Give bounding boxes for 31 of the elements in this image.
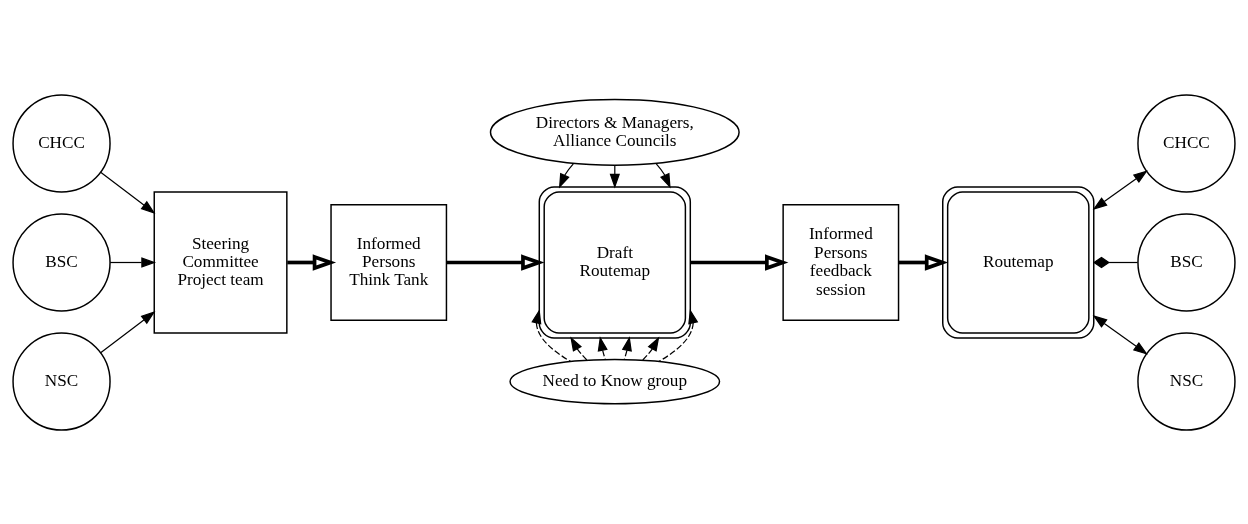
node-box: Informed Persons feedback session [782, 203, 900, 321]
node-box: Informed Persons Think Tank [330, 203, 448, 321]
node-circle: BSC [1137, 212, 1236, 312]
arrow [570, 335, 588, 361]
node-circle: NSC [12, 331, 111, 431]
arrow [1092, 314, 1148, 355]
arrow [1092, 169, 1148, 210]
node-circle: BSC [12, 212, 111, 312]
connector [1093, 256, 1139, 268]
arrow [621, 335, 632, 360]
arrow [109, 256, 157, 268]
arrow [597, 335, 608, 360]
arrow [447, 253, 545, 271]
node-circle: NSC [1137, 331, 1236, 431]
arrow [100, 310, 156, 353]
arrow [690, 253, 789, 271]
arrow [658, 308, 699, 362]
arrow [558, 162, 574, 188]
node-box: Routemap [942, 185, 1095, 339]
arrow [641, 335, 660, 361]
node-box: Draft Routemap [538, 185, 692, 339]
arrow [655, 162, 671, 188]
arrow [531, 308, 572, 362]
arrow [898, 253, 949, 271]
arrow [287, 253, 337, 271]
node-circle: CHCC [12, 93, 111, 193]
node-ellipse: Need to Know group [509, 358, 721, 404]
node-ellipse: Directors & Managers, Alliance Councils [489, 98, 740, 166]
node-box: Steering Committee Project team [153, 190, 288, 334]
arrow [100, 171, 156, 214]
node-circle: CHCC [1137, 93, 1236, 193]
